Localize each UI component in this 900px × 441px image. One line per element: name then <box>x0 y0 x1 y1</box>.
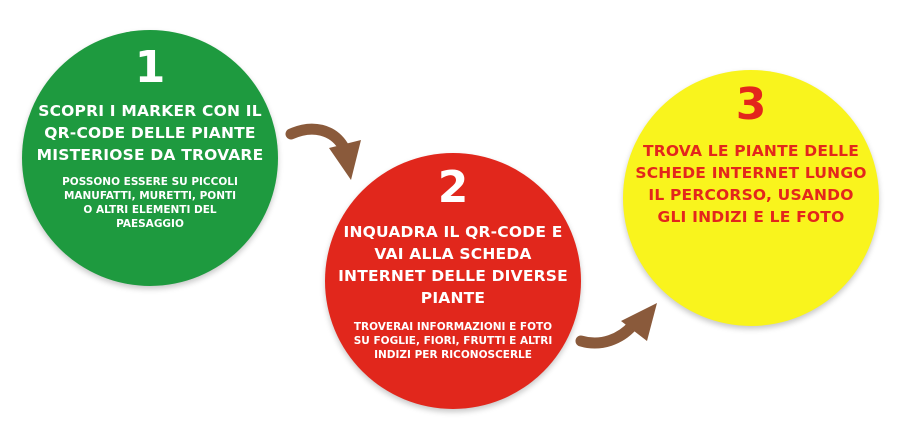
curved-arrow-icon <box>575 303 657 349</box>
step-2-title: INQUADRA IL QR-CODE E VAI ALLA SCHEDA IN… <box>338 223 568 307</box>
step-3-title: TROVA LE PIANTE DELLE SCHEDE INTERNET LU… <box>635 142 867 226</box>
step-2-number: 2 <box>437 162 469 213</box>
step-1-title: SCOPRI I MARKER CON IL QR-CODE DELLE PIA… <box>36 102 264 164</box>
step-1-note: POSSONO ESSERE SU PICCOLI MANUFATTI, MUR… <box>62 176 238 230</box>
step-2-circle: 2 INQUADRA IL QR-CODE E VAI ALLA SCHEDA … <box>325 153 581 409</box>
curved-arrow-icon <box>285 123 361 180</box>
step-1-number: 1 <box>134 42 166 93</box>
step-1-circle: 1 SCOPRI I MARKER CON IL QR-CODE DELLE P… <box>22 30 278 286</box>
step-3-circle: 3 TROVA LE PIANTE DELLE SCHEDE INTERNET … <box>623 70 879 326</box>
step-2-note: TROVERAI INFORMAZIONI E FOTO SU FOGLIE, … <box>353 321 553 361</box>
step-3-number: 3 <box>735 79 767 130</box>
